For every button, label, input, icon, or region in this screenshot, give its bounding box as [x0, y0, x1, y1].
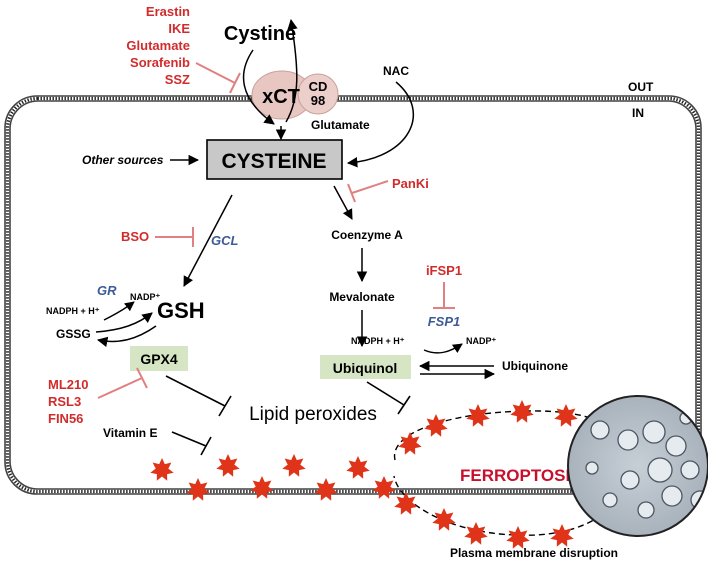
mevalonate-label: Mevalonate: [329, 290, 395, 304]
inhibitor-ike: IKE: [168, 21, 190, 36]
lipid-peroxide-star: [150, 458, 174, 481]
nadp-left-label: NADP⁺: [130, 292, 161, 302]
nac-arrow: [346, 81, 415, 168]
lipid-peroxide-star: [250, 476, 274, 499]
ubiquinol-box: [320, 355, 411, 379]
gsh-to-gssg-arrow: [96, 325, 157, 347]
gcl-label: GCL: [211, 233, 239, 248]
bso-inhibition-line: [155, 227, 194, 247]
fsp1-cofactor-arrow: [423, 343, 463, 354]
glutamate-out-arrow: [285, 18, 298, 123]
glutamate-label: Glutamate: [311, 118, 370, 132]
fsp1-label: FSP1: [428, 314, 461, 329]
ferroptosis-label: FERROPTOSIS: [460, 466, 582, 485]
other-sources-label: Other sources: [82, 153, 164, 167]
cystine-label: Cystine: [224, 23, 296, 45]
cysteine-label: CYSTEINE: [221, 150, 326, 173]
lipid-peroxide-star: [550, 524, 574, 547]
inhibitor-glutamate: Glutamate: [126, 38, 190, 53]
ubiquinol-to-lipid-inhibition: [366, 381, 411, 415]
vitamin-e-label: Vitamin E: [103, 426, 157, 440]
lipid-peroxide-star: [314, 478, 338, 501]
lipid-peroxidation-stars: [150, 400, 618, 549]
plasma-membrane-disruption-label: Plasma membrane disruption: [450, 546, 618, 560]
in-label: IN: [632, 106, 644, 120]
lipid-peroxide-star: [216, 454, 240, 477]
gr-label: GR: [97, 283, 117, 298]
lipid-peroxide-star: [372, 476, 396, 499]
lipid-peroxide-star: [506, 526, 530, 549]
inhibitor-sorafenib: Sorafenib: [130, 55, 190, 70]
lipid-peroxide-star: [432, 508, 456, 531]
nac-label: NAC: [383, 64, 409, 78]
xct-inhibitor-list: Erastin IKE Glutamate Sorafenib SSZ: [126, 4, 190, 87]
cd98-label-line2: 98: [311, 93, 325, 108]
panki-inhibition-line: [347, 180, 389, 203]
lipid-peroxide-star: [282, 454, 306, 477]
nadph-left-label: NADPH + H⁺: [46, 306, 100, 316]
lipid-peroxide-star: [346, 456, 370, 479]
coenzyme-a-label: Coenzyme A: [331, 228, 403, 242]
out-label: OUT: [628, 80, 654, 94]
vitamin-e-inhibition: [171, 431, 212, 456]
inhibitor-ssz: SSZ: [165, 72, 190, 87]
panki-label: PanKi: [392, 176, 429, 191]
ifsp1-inhibition-line: [433, 282, 455, 309]
ubiquinone-label: Ubiquinone: [502, 359, 568, 373]
gssg-label: GSSG: [56, 327, 91, 341]
inhibitor-rsl3: RSL3: [48, 394, 81, 409]
gsh-label: GSH: [157, 298, 205, 323]
xct-label: xCT: [262, 86, 300, 108]
gpx4-label: GPX4: [140, 351, 178, 367]
nadp-right-label: NADP⁺: [466, 336, 497, 346]
ubiquinol-label: Ubiquinol: [333, 360, 398, 376]
cysteine-to-gsh-arrow: [183, 194, 233, 287]
lipid-peroxides-label: Lipid peroxides: [249, 404, 377, 425]
cystine-in-arrow: [242, 49, 275, 125]
lipid-peroxide-star: [424, 414, 448, 437]
cysteine-to-coenzyme-a-arrow: [333, 185, 353, 220]
lipid-peroxide-star: [554, 404, 578, 427]
lipid-peroxide-star: [464, 522, 488, 545]
inhibitor-erastin: Erastin: [146, 4, 190, 19]
gpx4-to-lipid-inhibition: [165, 375, 232, 417]
gssg-to-gsh-arrow: [95, 312, 153, 333]
cell-membrane: [4, 95, 702, 495]
xct-inhibition-line: [195, 62, 241, 94]
ifsp1-label: iFSP1: [426, 263, 462, 278]
inhibitor-ml210: ML210: [48, 377, 88, 392]
lipid-peroxide-star: [186, 478, 210, 501]
gpx4-inhibition-line: [97, 367, 148, 399]
gr-cofactor-arrow: [103, 301, 135, 321]
ferroptotic-cells-micrograph: [567, 395, 708, 537]
lipid-peroxide-star: [466, 404, 490, 427]
nadph-right-label: NADPH + H⁺: [351, 336, 405, 346]
inhibitor-fin56: FIN56: [48, 411, 83, 426]
lipid-peroxide-star: [398, 432, 422, 455]
bso-label: BSO: [121, 229, 149, 244]
cd98-label-line1: CD: [309, 79, 328, 94]
lipid-peroxide-star: [394, 492, 418, 515]
cysteine-box: [206, 139, 343, 180]
lipid-peroxide-star: [510, 400, 534, 423]
gpx4-box: [130, 346, 188, 371]
